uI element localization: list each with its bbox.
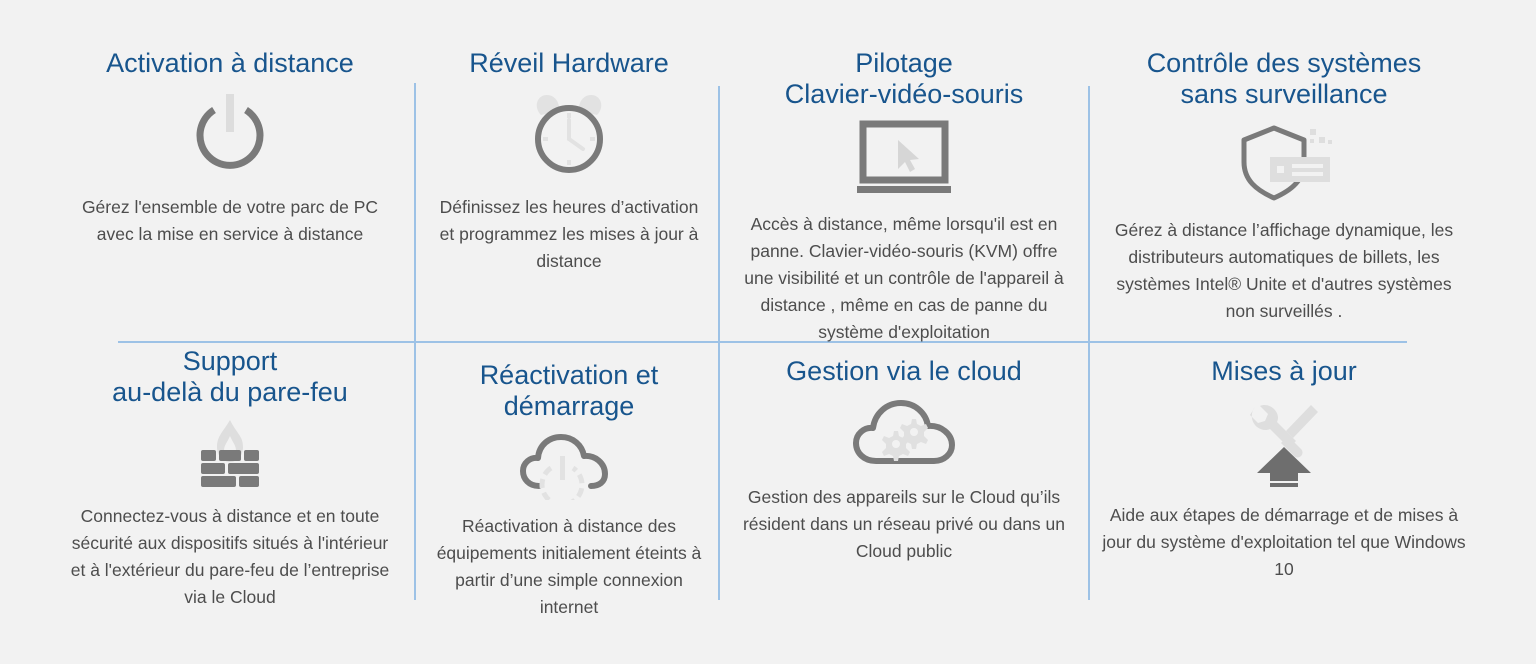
feature-title: Mises à jour [1211,356,1357,386]
feature-title: Réactivation et démarrage [479,360,659,421]
feature-description: Gérez à distance l’affichage dynamique, … [1114,220,1454,321]
firewall-icon [193,418,267,495]
feature-title: Contrôle des systèmes sans surveillance [1146,48,1422,109]
alarm-clock-icon [519,89,619,186]
feature-description: Aide aux étapes de démarrage et de mises… [1102,505,1466,579]
feature-title: Activation à distance [106,48,354,78]
feature-card-controle-systemes-sans-surveillance: Contrôle des systèmes sans surveillance … [1098,48,1470,325]
shield-server-icon [1226,120,1342,209]
monitor-cursor-icon [844,120,964,203]
feature-description: Connectez-vous à distance et en toute sé… [70,506,390,607]
feature-card-pilotage-kvm: Pilotage Clavier-vidéo-souris Accès à di… [730,48,1078,346]
feature-title: Réveil Hardware [469,48,669,78]
cloud-gears-icon [848,397,960,476]
feature-card-gestion-cloud: Gestion via le cloud Gestion des apparei… [730,356,1078,565]
feature-description: Définissez les heures d’activation et pr… [439,197,699,271]
power-icon [182,89,278,186]
column-divider-3 [1088,86,1090,600]
column-divider-2 [718,86,720,600]
feature-card-support-pare-feu: Support au-delà du pare-feu Connectez-vo… [62,346,398,611]
feature-card-reactivation-demarrage: Réactivation et démarrage Réactivation à… [430,360,708,621]
feature-title: Pilotage Clavier-vidéo-souris [784,48,1024,109]
feature-description: Réactivation à distance des équipements … [436,516,702,617]
feature-title: Gestion via le cloud [786,356,1022,386]
feature-description: Gérez l'ensemble de votre parc de PC ave… [81,197,379,244]
cloud-power-icon [517,432,621,508]
feature-description: Accès à distance, même lorsqu'il est en … [744,214,1064,342]
feature-card-mises-a-jour: Mises à jour Aide aux étapes de démarrag… [1098,356,1470,583]
feature-card-activation-a-distance: Activation à distance Gérez l'ensemble d… [60,48,400,248]
tools-upgrade-icon [1241,397,1327,494]
row-divider [118,341,1407,343]
feature-description: Gestion des appareils sur le Cloud qu’il… [742,487,1066,561]
feature-title: Support au-delà du pare-feu [112,346,348,407]
feature-card-reveil-hardware: Réveil Hardware Définissez les heures d’… [430,48,708,275]
